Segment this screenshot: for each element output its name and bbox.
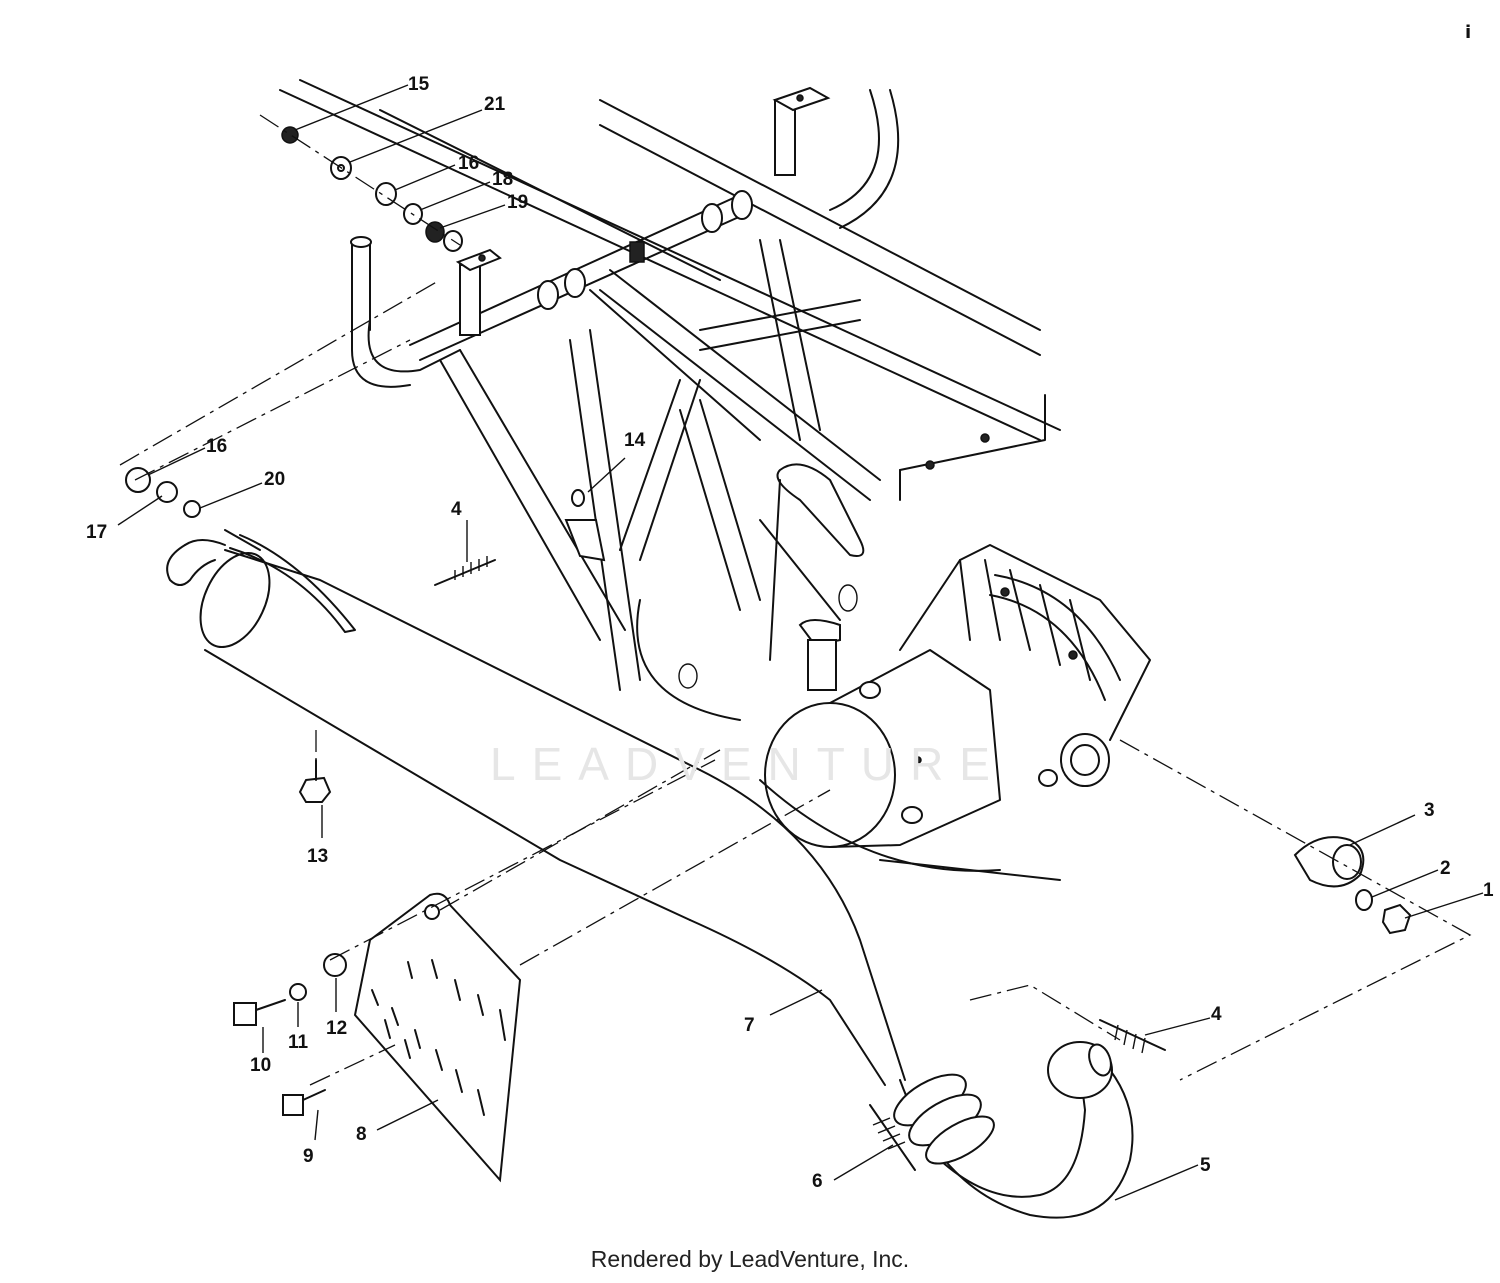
callout-4-upper: 4 (451, 499, 462, 520)
callout-3: 3 (1424, 800, 1435, 821)
leader-lines (117, 84, 1484, 1201)
callout-labels: 15 21 16 18 19 16 20 17 4 14 13 3 2 1 4 … (86, 74, 1494, 1192)
callout-5: 5 (1200, 1155, 1211, 1176)
callout-4-lower: 4 (1211, 1004, 1222, 1025)
callout-16-lower: 16 (206, 436, 227, 457)
heat-shield (353, 892, 522, 1183)
callout-15: 15 (408, 74, 430, 95)
callout-21: 21 (484, 94, 506, 115)
callout-16-upper: 16 (458, 153, 479, 174)
callout-1: 1 (1483, 880, 1494, 901)
callout-8: 8 (356, 1124, 367, 1145)
callout-18: 18 (492, 169, 513, 190)
hardware (125, 126, 1412, 1171)
muffler (166, 534, 906, 1086)
callout-13: 13 (307, 846, 328, 867)
callout-10: 10 (250, 1055, 271, 1076)
callout-12: 12 (326, 1018, 347, 1039)
engine-block (759, 544, 1151, 881)
watermark-text: LEADVENTURE (490, 738, 1006, 790)
footer-credit: Rendered by LeadVenture, Inc. (590, 1246, 910, 1272)
callout-6: 6 (812, 1171, 823, 1192)
callout-17: 17 (86, 522, 107, 543)
alignment-lines (119, 114, 1472, 1086)
exhaust-pipe (893, 1041, 1134, 1219)
callout-7: 7 (744, 1015, 755, 1036)
callout-2: 2 (1440, 858, 1451, 879)
frame-assembly (279, 79, 1061, 721)
corner-mark: i (1465, 22, 1472, 43)
callout-9: 9 (303, 1146, 314, 1167)
callout-11: 11 (288, 1032, 309, 1053)
callout-20: 20 (264, 469, 285, 490)
callout-19: 19 (507, 192, 528, 213)
callout-14: 14 (624, 430, 646, 451)
